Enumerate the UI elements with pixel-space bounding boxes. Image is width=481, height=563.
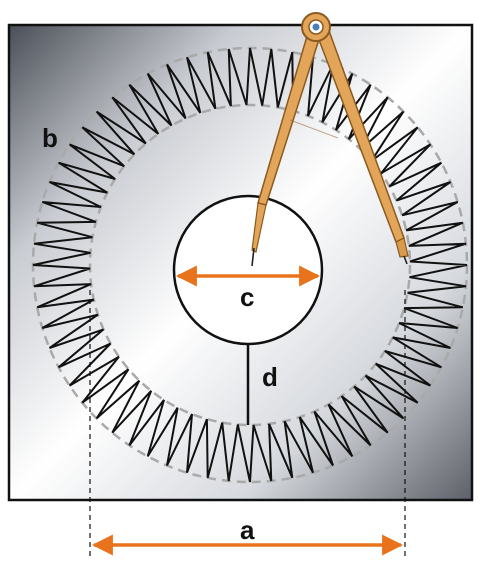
inner-guide-circle bbox=[88, 103, 412, 427]
sawtooth-ring bbox=[32, 47, 468, 483]
label-a: a bbox=[240, 515, 255, 545]
compass-icon bbox=[251, 12, 409, 267]
center-circle bbox=[172, 194, 324, 346]
label-d: d bbox=[262, 362, 278, 392]
label-b: b bbox=[42, 123, 58, 153]
label-c: c bbox=[240, 282, 254, 312]
